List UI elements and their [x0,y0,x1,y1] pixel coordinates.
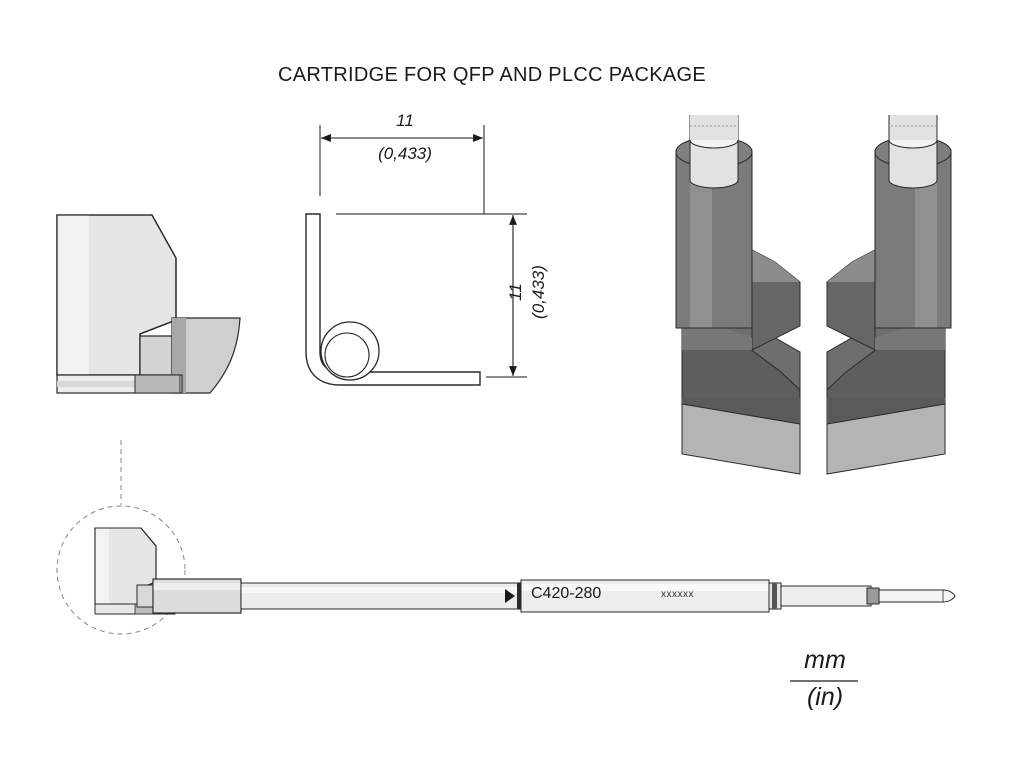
unit-metric-label: mm [804,646,846,674]
side-view [56,214,241,394]
isometric-right-prong [826,115,952,475]
vertical-dimension-label: 11 (0,433) [480,232,560,352]
isometric-left-prong [675,115,801,475]
diagram-title: CARTRIDGE FOR QFP AND PLCC PACKAGE [277,64,707,86]
horizontal-dimension-value: 11 [396,111,414,130]
unit-imperial-label: (in) [806,683,844,711]
cartridge-model-label: C420-280 [531,585,602,602]
cartridge-serial-label: xxxxxx [661,589,694,600]
horizontal-dimension-imperial: (0,433) [378,144,432,163]
vertical-dimension-imperial: (0,433) [529,265,548,319]
cartridge-full-view [94,527,956,615]
vertical-dimension-value: 11 [506,283,525,301]
detail-callout [56,440,186,635]
front-view [305,125,527,386]
